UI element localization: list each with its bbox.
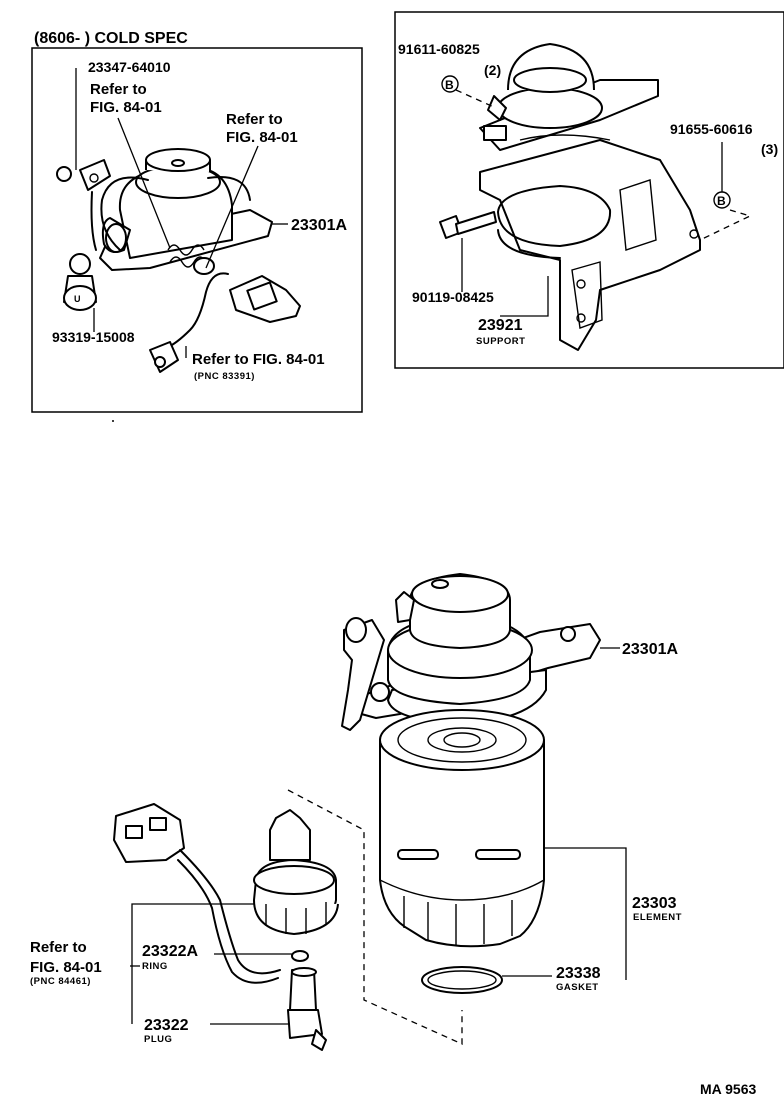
refer-main-line2: FIG. 84-01 bbox=[30, 959, 102, 976]
leader-23303 bbox=[544, 847, 627, 980]
refer1-line1: Refer to bbox=[90, 81, 147, 98]
label-23338: 23338 bbox=[556, 965, 601, 982]
qty-91611: (2) bbox=[484, 62, 501, 78]
leader-23921 bbox=[500, 276, 549, 317]
label-23322: 23322 bbox=[144, 1017, 189, 1034]
gasket-drawing bbox=[421, 966, 503, 994]
support-bracket-drawing bbox=[439, 43, 701, 351]
cold-spec-inset: (8606- ) COLD SPEC bbox=[31, 30, 363, 413]
marker-b-left-text: B bbox=[445, 78, 454, 92]
refer-main-line1: Refer to bbox=[30, 939, 87, 956]
filter-element-drawing bbox=[379, 709, 545, 948]
name-23338-gasket: GASKET bbox=[556, 982, 599, 993]
refer3-pnc: (PNC 83391) bbox=[194, 371, 255, 382]
label-23303: 23303 bbox=[632, 895, 677, 912]
label-23347-64010: 23347-64010 bbox=[88, 59, 171, 75]
cold-spec-frame bbox=[31, 47, 363, 413]
refer2-line2: FIG. 84-01 bbox=[226, 129, 298, 146]
support-inset: B B 91611-60825 (2) 91655-60616 (3) 9011… bbox=[394, 11, 784, 369]
assembly-dash-line bbox=[287, 789, 463, 1046]
label-90119-08425: 90119-08425 bbox=[412, 289, 494, 305]
refer3: Refer to FIG. 84-01 bbox=[192, 351, 325, 368]
filter-head-drawing bbox=[341, 573, 601, 731]
leader-refer1 bbox=[117, 117, 171, 249]
refer-main-pnc: (PNC 84461) bbox=[30, 976, 91, 987]
marker-b-right-text: B bbox=[717, 194, 726, 208]
label-93319-15008: 93319-15008 bbox=[52, 329, 135, 345]
name-23322A-ring: RING bbox=[142, 961, 168, 972]
leader-91611 bbox=[455, 89, 497, 109]
speck bbox=[112, 420, 114, 422]
sensor-assembly-drawing bbox=[113, 803, 339, 1051]
label-23301A-inset: 23301A bbox=[291, 217, 347, 234]
refer1-line2: FIG. 84-01 bbox=[90, 99, 162, 116]
name-23322-plug: PLUG bbox=[144, 1034, 172, 1045]
svg-text:U: U bbox=[74, 294, 81, 304]
figure-code: MA 9563 bbox=[700, 1081, 757, 1097]
marker-b-left bbox=[441, 75, 459, 93]
qty-91655: (3) bbox=[761, 141, 778, 157]
support-frame bbox=[394, 11, 784, 369]
label-91655-60616: 91655-60616 bbox=[670, 121, 753, 137]
main-assembly: 23301A 23303 ELEMENT 23338 GASKET Refer … bbox=[30, 573, 682, 1051]
leader-refer2 bbox=[205, 145, 259, 269]
inset-filter-head-drawing: U bbox=[56, 148, 301, 373]
cold-spec-title: (8606- ) COLD SPEC bbox=[34, 30, 188, 47]
label-23322A: 23322A bbox=[142, 943, 198, 960]
name-23303-element: ELEMENT bbox=[633, 912, 682, 923]
label-23921: 23921 bbox=[478, 317, 523, 334]
leader-bracket-23322 bbox=[131, 903, 254, 1024]
gasket-inner bbox=[427, 970, 497, 990]
name-23921-support: SUPPORT bbox=[476, 336, 525, 347]
label-23301A-main: 23301A bbox=[622, 641, 678, 658]
leader-91655-dash bbox=[699, 209, 752, 241]
refer2-line1: Refer to bbox=[226, 111, 283, 128]
label-91611-60825: 91611-60825 bbox=[398, 41, 480, 57]
